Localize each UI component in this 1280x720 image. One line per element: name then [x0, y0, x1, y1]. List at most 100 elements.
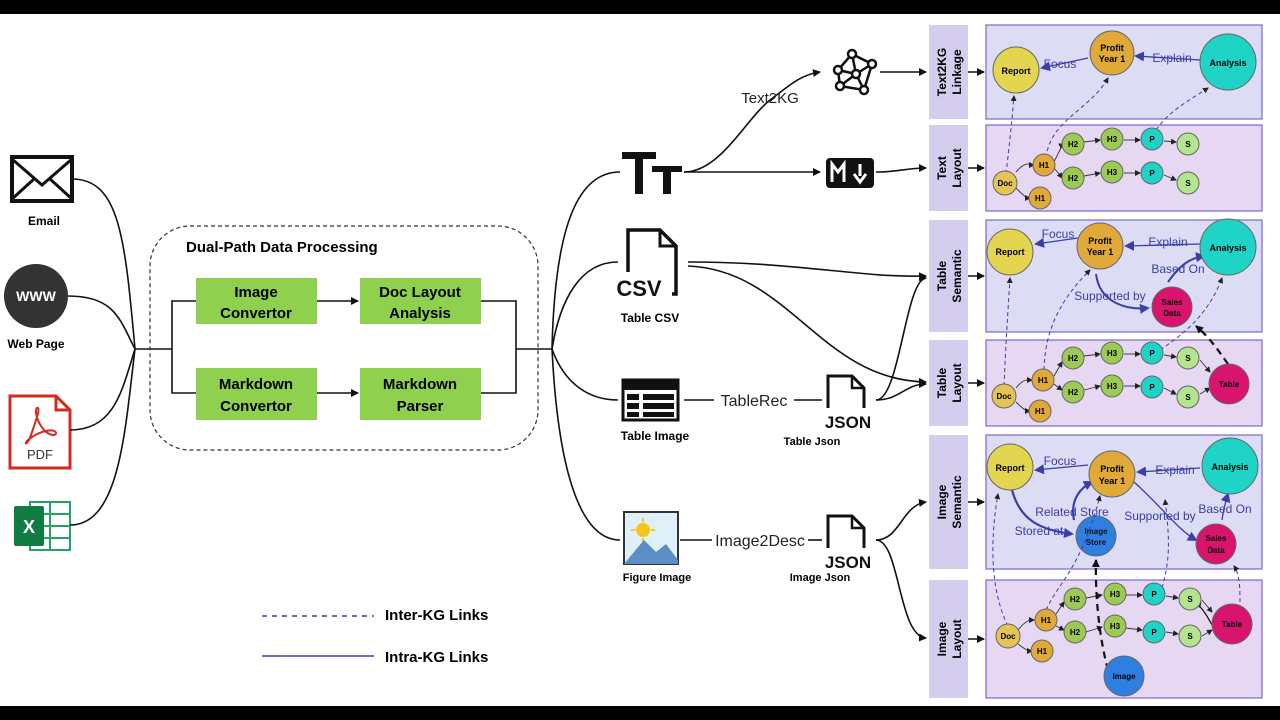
edge-based-on-3: Based On: [1198, 502, 1251, 516]
image2desc-label: Image2Desc: [715, 533, 805, 550]
label-text2kg-linkage: [929, 25, 968, 119]
table-layout-l1: Table: [935, 367, 949, 398]
source-pdf: PDF: [8, 394, 72, 470]
node-sales-2-l1: Sales: [1162, 298, 1183, 307]
tbl-h1-b: H1: [1035, 407, 1046, 416]
image-layout-l1: Image: [935, 621, 949, 656]
tbl-h2-b: H2: [1068, 388, 1079, 397]
node-sales-3-l2: Data: [1207, 546, 1225, 555]
tl-h3-b: H3: [1107, 168, 1118, 177]
text-layout-l2: Layout: [950, 148, 964, 187]
node-analysis-2: Analysis: [1209, 243, 1246, 253]
node-profit-1-l2: Year 1: [1099, 54, 1126, 64]
node-analysis-1: Analysis: [1209, 58, 1246, 68]
panel-label-arrows: [968, 68, 985, 643]
node-sales-2-l2: Data: [1163, 309, 1181, 318]
img-s-b: S: [1187, 632, 1193, 641]
dual-path-title: Dual-Path Data Processing: [186, 239, 378, 256]
node-sales-3-l1: Sales: [1206, 534, 1227, 543]
kg-text-layout: Doc H1 H1 H2 H2 H3 H3 P P S S: [992, 77, 1209, 210]
text2kg-linkage-l1: Text2KG: [935, 48, 949, 96]
dual-path-box: [149, 225, 539, 451]
img-h3-a: H3: [1110, 590, 1121, 599]
md-convertor-line2: Convertor: [220, 398, 292, 415]
node-analysis-3: Analysis: [1211, 462, 1248, 472]
md-parser-line2: Parser: [397, 398, 444, 415]
figure-image-icon: [623, 511, 679, 565]
text2kg-linkage-l2: Linkage: [950, 49, 964, 95]
edge-explain-2: Explain: [1148, 235, 1187, 249]
source-email: Email: [10, 155, 74, 228]
csv-icon-text: CSV: [616, 276, 662, 301]
edge-based-on-2: Based On: [1151, 262, 1204, 276]
pdf-label: PDF: [27, 447, 53, 462]
img-s-a: S: [1187, 595, 1193, 604]
kg-table-layout: Doc H1 H1 H2 H2 H3 H3 P P S S Table: [991, 269, 1250, 423]
image-json-label: Image Json: [790, 572, 851, 584]
source-web-page: WWW Web Page: [4, 264, 68, 351]
kg-text2kg-linkage: Focus Explain Report Profit Year 1 Analy…: [992, 30, 1257, 94]
label-image-layout: [929, 580, 968, 698]
tl-s-b: S: [1185, 179, 1191, 188]
table-semantic-l1: Table: [935, 260, 949, 291]
tl-h1-b: H1: [1035, 194, 1046, 203]
img-h1-b: H1: [1037, 647, 1048, 656]
table-layout-l2: Layout: [950, 363, 964, 402]
node-profit-1-l1: Profit: [1100, 43, 1124, 53]
markdown-icon: [826, 158, 874, 188]
tl-h2-a: H2: [1068, 140, 1079, 149]
doc-layout-line1: Doc Layout: [379, 284, 461, 301]
edge-supported-by-3: Supported by: [1124, 509, 1195, 523]
panel-labels: Text2KG Linkage Text Layout Table Semant…: [929, 25, 968, 698]
image-layout-l2: Layout: [950, 619, 964, 658]
tablerec-label: TableRec: [721, 393, 788, 410]
edge-focus-1: Focus: [1044, 57, 1077, 71]
md-convertor-line1: Markdown: [219, 376, 293, 393]
kg-table-semantic: Focus Explain Based On Supported by Repo…: [986, 218, 1257, 328]
figure-image-label: Figure Image: [623, 572, 691, 584]
email-icon: [10, 155, 74, 203]
www-icon-text: WWW: [16, 288, 56, 304]
tbl-s-b: S: [1185, 393, 1191, 402]
csv-file-icon: CSV: [616, 228, 678, 301]
markdown-parser-box: Markdown Parser: [360, 368, 481, 420]
tbl-p-a: P: [1149, 349, 1155, 358]
img-image: Image: [1112, 672, 1136, 681]
node-report-3: Report: [996, 463, 1025, 473]
node-profit-3-l1: Profit: [1100, 464, 1124, 474]
tl-h1-a: H1: [1039, 161, 1050, 170]
email-label: Email: [28, 214, 60, 228]
table-json-icon-text: JSON: [825, 413, 871, 432]
img-h3-b: H3: [1110, 622, 1121, 631]
edge-explain-3: Explain: [1155, 463, 1194, 477]
tl-p-a: P: [1149, 135, 1155, 144]
legend: Inter-KG Links Intra-KG Links: [262, 607, 488, 666]
table-image-label: Table Image: [621, 429, 690, 443]
web-page-label: Web Page: [7, 337, 64, 351]
text-type-icon: [622, 152, 682, 194]
tl-h3-a: H3: [1107, 135, 1118, 144]
img-h2-a: H2: [1070, 595, 1081, 604]
edge-stored-at: Stored at: [1015, 524, 1064, 538]
tbl-h3-a: H3: [1107, 349, 1118, 358]
img-doc: Doc: [1000, 632, 1016, 641]
tbl-table: Table: [1219, 380, 1240, 389]
markdown-convertor-box: Markdown Convertor: [196, 368, 317, 420]
node-report-1: Report: [1002, 66, 1031, 76]
edge-focus-2: Focus: [1042, 227, 1075, 241]
tl-s-a: S: [1185, 140, 1191, 149]
img-p-a: P: [1151, 590, 1157, 599]
node-image-store-l1: Image: [1084, 527, 1108, 536]
tbl-h3-b: H3: [1107, 382, 1118, 391]
graph-icon: [832, 48, 878, 96]
tl-doc: Doc: [997, 179, 1013, 188]
edge-related-store: Related Store: [1035, 505, 1109, 519]
processing-fanout: [516, 171, 621, 541]
source-excel: X: [14, 501, 71, 551]
edge-explain-1: Explain: [1152, 51, 1191, 65]
text2kg-label: Text2KG: [741, 90, 799, 107]
img-p-b: P: [1151, 628, 1157, 637]
node-image-store-l2: Store: [1086, 538, 1107, 547]
intra-kg-label: Intra-KG Links: [385, 649, 488, 666]
